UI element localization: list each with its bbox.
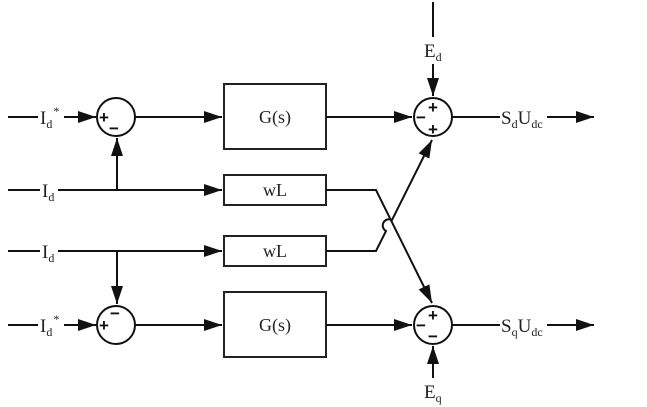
id-bottom-label: Id (42, 242, 54, 265)
minus-sign: − (109, 119, 119, 138)
wl-block-top: wL (223, 174, 327, 206)
block-label: wL (263, 241, 287, 261)
sum-out-top: + − + (413, 97, 453, 139)
eq-label: Eq (424, 382, 442, 405)
id-top-label: Id (42, 181, 54, 204)
sum-ref-bottom: + − (96, 304, 136, 345)
cross-coupling (326, 139, 433, 304)
eq-disturbance: Eq (424, 346, 442, 405)
block-label: wL (263, 180, 287, 200)
minus-sign: − (110, 304, 120, 323)
plus-sign: + (99, 316, 109, 335)
id-ref-top-label: Id* (40, 104, 59, 131)
top-reference-path: Id* (8, 104, 96, 131)
sq-udc-label: SqUdc (501, 316, 543, 339)
minus-sign: − (428, 327, 438, 346)
id-ref-bottom-label: Id* (40, 312, 59, 339)
plus-sign: + (428, 98, 438, 117)
minus-sign: − (416, 316, 426, 335)
bottom-reference-path: Id* (8, 312, 96, 339)
ed-label: Ed (424, 41, 442, 64)
arrow-wl-top-to-sum-out-bottom (326, 189, 433, 304)
sum-ref-top: + − (96, 97, 136, 138)
minus-sign: − (416, 108, 426, 127)
plus-sign: + (428, 306, 438, 325)
ed-disturbance: Ed (424, 2, 442, 96)
id-feedback-top: Id (8, 138, 222, 204)
block-label: G(s) (259, 107, 291, 128)
sd-udc-label: SdUdc (501, 108, 543, 131)
plus-sign: + (99, 108, 109, 127)
gs-block-bottom: G(s) (223, 291, 327, 358)
output-bottom: SqUdc (452, 316, 594, 339)
sum-out-bottom: + − − (413, 305, 453, 346)
id-feedback-bottom: Id (8, 242, 222, 304)
block-label: G(s) (259, 315, 291, 336)
output-top: SdUdc (452, 108, 594, 131)
block-rect (223, 235, 327, 267)
arrow-wl-bottom-to-sum-out-top (326, 139, 433, 252)
wl-block-bottom: wL (223, 235, 327, 267)
plus-sign: + (428, 120, 438, 139)
block-rect (223, 83, 327, 150)
block-rect (223, 291, 327, 358)
gs-block-top: G(s) (223, 83, 327, 150)
